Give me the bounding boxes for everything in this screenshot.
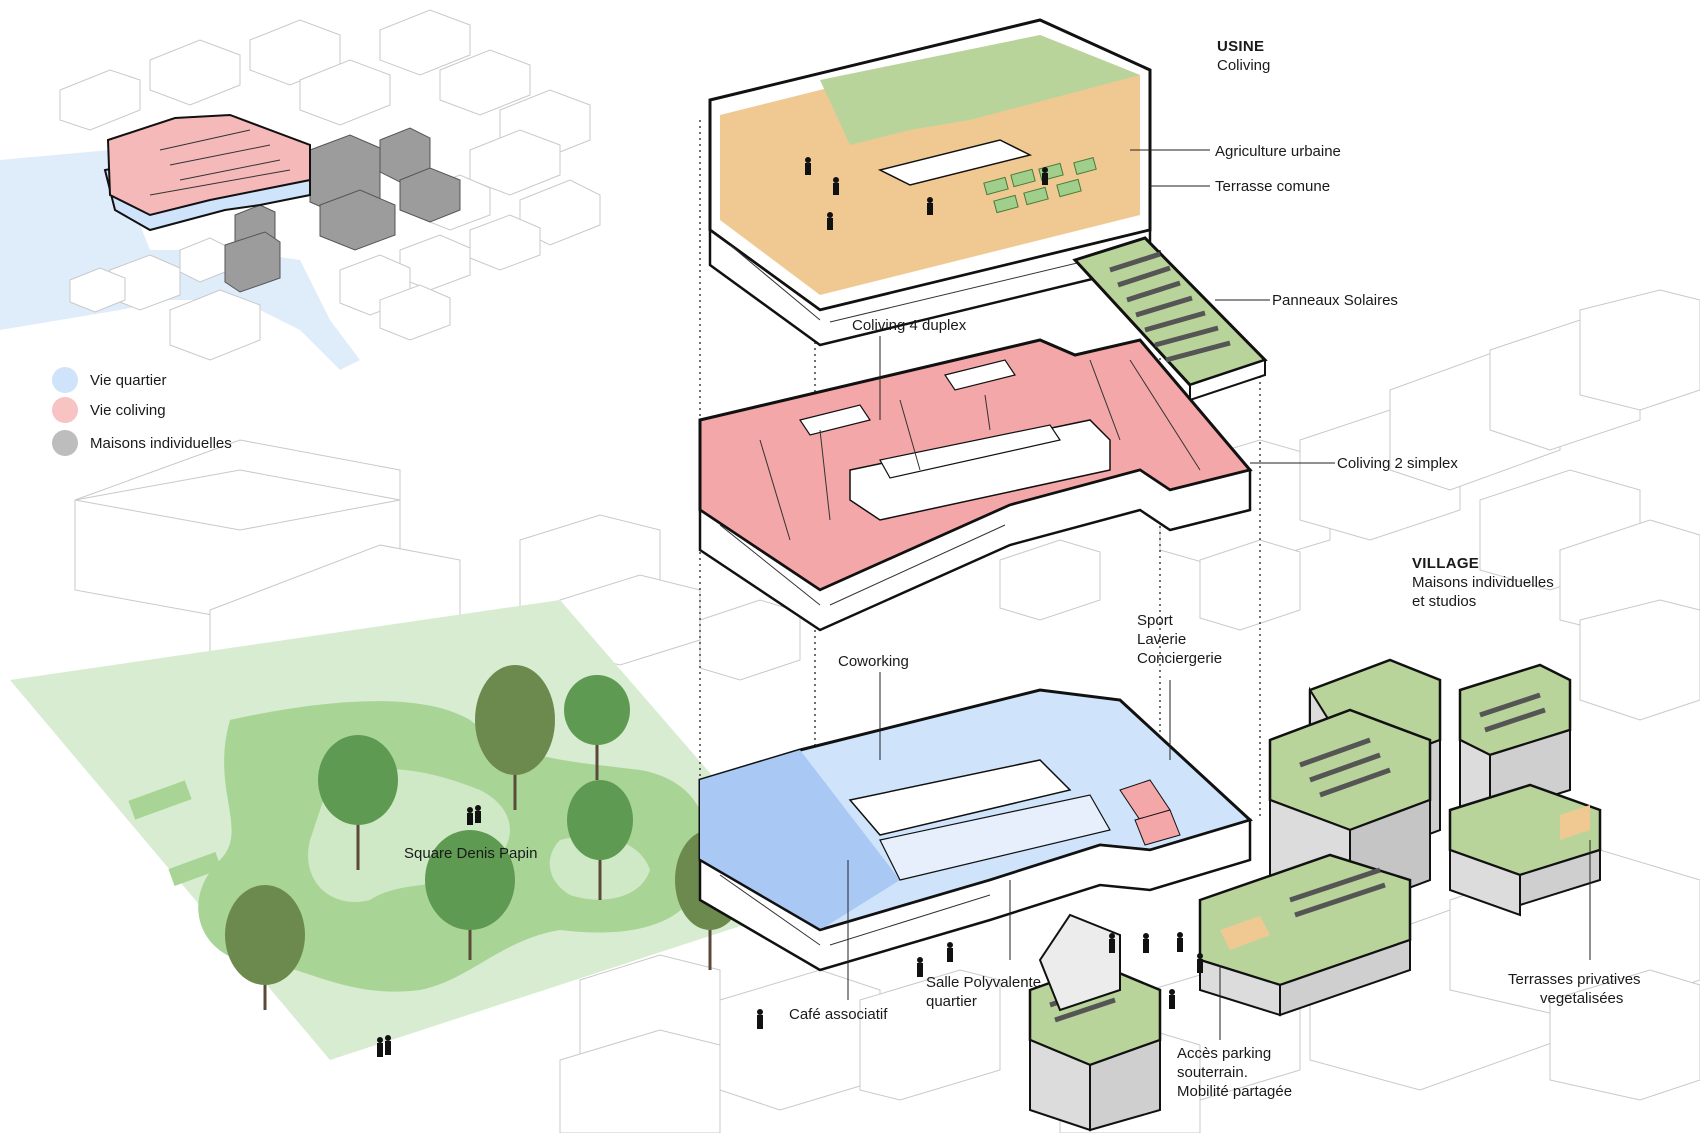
label-cafe: Café associatif [789,1006,888,1023]
label-salle-line1: Salle Polyvalente [926,974,1042,991]
label-terrasses-line2: vegetalisées [1540,990,1624,1007]
village-title: VILLAGE [1412,555,1480,572]
village-house-gabled [1038,913,1121,1012]
village-subtitle-line2: et studios [1412,593,1477,610]
site-usine [103,113,311,232]
label-conciergerie: Conciergerie [1137,650,1223,667]
leader-lines [847,149,1591,1040]
legend-maisons-label: Maisons individuelles [90,434,232,452]
label-duplex: Coliving 4 duplex [852,317,967,334]
legend-quartier-label: Vie quartier [90,371,167,389]
usine-subtitle: Coliving [1217,57,1271,74]
legend-coliving-swatch [52,397,78,423]
label-agriculture: Agriculture urbaine [1215,143,1341,160]
layer-roof [708,18,1152,347]
legend-quartier-swatch [52,367,78,393]
label-laverie: Laverie [1137,631,1187,648]
village-subtitle-line1: Maisons individuelles [1412,574,1554,591]
layer-coliving [698,338,1253,632]
context-buildings [74,289,1700,1134]
people-silhouettes [377,157,1203,1057]
label-acces-line1: Accès parking [1177,1045,1272,1062]
label-terrasses-line1: Terrasses privatives [1508,971,1641,988]
village-house-5 [1198,853,1412,1017]
layer-quartier [698,688,1253,972]
legend-coliving-label: Vie coliving [90,401,166,419]
village-houses [1028,658,1602,1132]
label-salle-line2: quartier [926,993,977,1010]
label-simplex: Coliving 2 simplex [1337,455,1458,472]
park-trees [225,665,745,1010]
usine-title: USINE [1217,38,1265,55]
layer-solar-panels [1072,236,1268,402]
label-acces-line3: Mobilité partagée [1177,1083,1293,1100]
label-square: Square Denis Papin [404,845,538,862]
legend-item-maisons: Maisons individuelles [52,430,232,456]
label-acces-line2: souterrain. [1177,1064,1248,1081]
legend-maisons-swatch [52,430,78,456]
park-square [10,600,820,1060]
label-sport: Sport [1137,612,1173,629]
legend-item-quartier: Vie quartier [52,367,166,393]
label-panneaux: Panneaux Solaires [1272,292,1398,309]
site-maisons-individuelles [224,127,461,293]
legend-item-coliving: Vie coliving [52,397,166,423]
label-terrasse: Terrasse comune [1215,178,1331,195]
site-map [0,9,601,370]
village-house-4 [1448,783,1602,917]
label-coworking: Coworking [838,653,909,670]
